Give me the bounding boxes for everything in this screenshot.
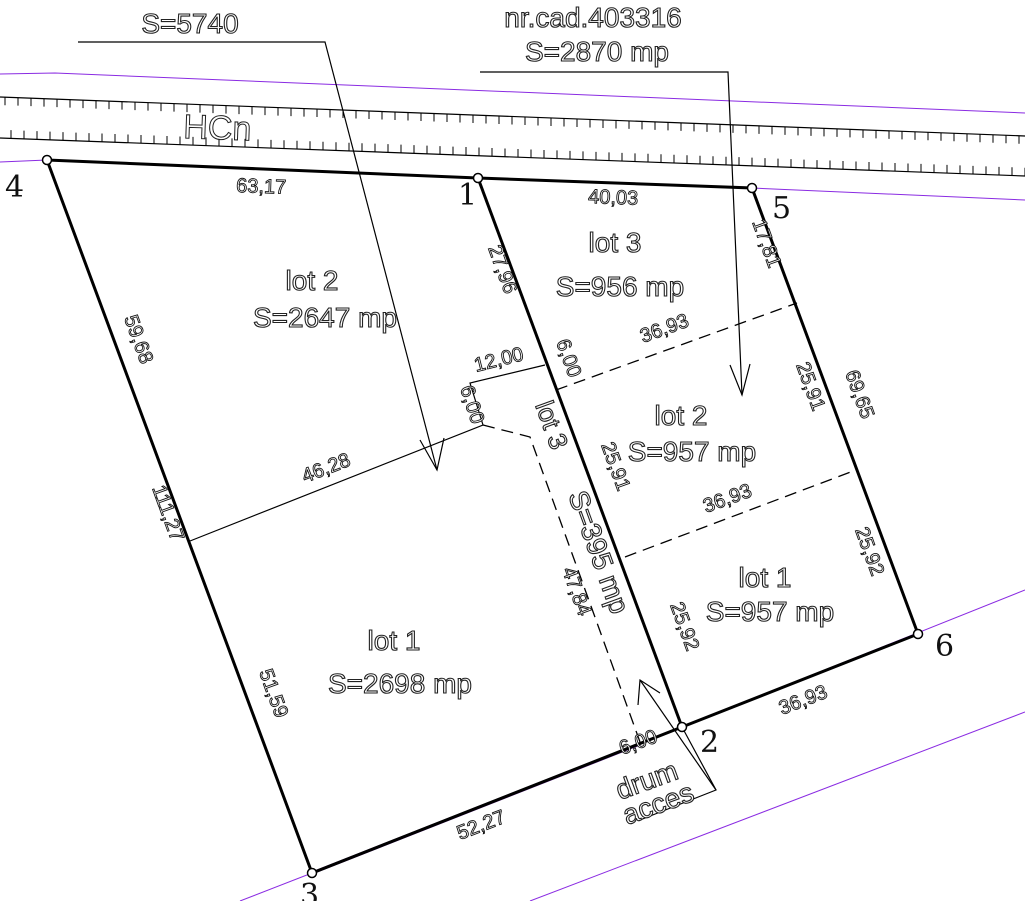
dim-4-3-total: 111,27: [147, 482, 188, 544]
left-lot1-area: S=2698 mp: [328, 668, 472, 699]
dim-notch-side: 6,00: [455, 383, 488, 427]
total-area-label: S=5740: [141, 8, 238, 39]
dim-3-2: 52,27: [454, 806, 509, 844]
point-label-3: 3: [300, 878, 319, 901]
left-lot1-name: lot 1: [368, 625, 421, 656]
dim-5-6-total: 69,65: [840, 367, 878, 422]
left-lot3-name: lot 3: [529, 397, 574, 453]
point-label-4: 4: [5, 170, 24, 205]
dim-div-upper: 36,93: [637, 310, 692, 348]
canal-band: [0, 96, 1025, 177]
dim-lot3-length: 47,84: [557, 564, 595, 619]
right-lot1-name: lot 1: [739, 562, 792, 593]
cad-area-label: S=2870 mp: [525, 36, 669, 67]
left-lot2-name: lot 2: [286, 265, 339, 296]
divider-1-2: [476, 177, 684, 728]
dim-right-low: 25,92: [850, 524, 888, 579]
left-lot2-area: S=2647 mp: [253, 302, 397, 333]
internal-divisions: [189, 302, 857, 743]
vertices: [41, 154, 924, 879]
dim-a-b: 6,00: [551, 336, 585, 380]
dim-4-upper: 59,68: [119, 312, 157, 367]
right-lot2-name: lot 2: [655, 400, 708, 431]
right-lot1-area: S=957 mp: [706, 596, 834, 627]
dim-lot-division: 46,28: [299, 449, 354, 487]
leader-lines: [78, 41, 751, 821]
dim-4-1: 63,17: [236, 175, 287, 199]
road-code-label: HCn: [183, 108, 252, 148]
point-label-1: 1: [458, 178, 477, 213]
point-label-2: 2: [700, 725, 719, 760]
right-lot3-area: S=956 mp: [556, 271, 684, 302]
dim-1-5: 40,03: [588, 186, 639, 210]
point-label-6: 6: [935, 629, 954, 664]
dim-access-width: 6,00: [616, 726, 660, 760]
dim-div-lower: 36,93: [700, 480, 755, 518]
dim-right-mid: 25,91: [791, 359, 829, 414]
dim-lower-left: 51,59: [254, 666, 292, 721]
dim-1-a: 27,96: [483, 242, 521, 297]
point-label-5: 5: [772, 191, 791, 226]
right-lot2-area: S=957 mp: [628, 436, 756, 467]
cad-number-label: nr.cad.403316: [504, 2, 682, 33]
dim-c-2: 25,92: [665, 599, 703, 654]
right-lot3-name: lot 3: [589, 227, 642, 258]
